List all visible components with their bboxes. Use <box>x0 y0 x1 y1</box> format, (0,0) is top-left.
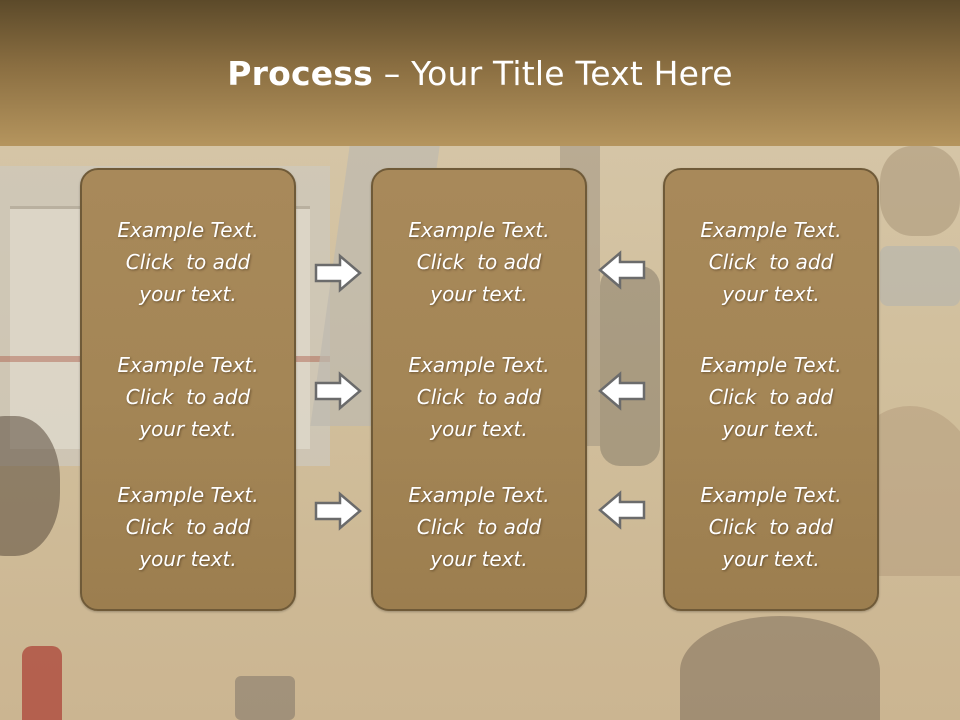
text-line: your text. <box>139 417 237 441</box>
text-block[interactable]: Example Text. Click to add your text. <box>82 479 294 575</box>
text-line: Example Text. <box>408 483 550 507</box>
text-line: Example Text. <box>700 353 842 377</box>
text-line: Click to add <box>708 385 834 409</box>
text-line: Click to add <box>125 515 251 539</box>
slide-title[interactable]: Process – Your Title Text Here <box>0 54 960 93</box>
title-separator: – <box>373 54 412 93</box>
text-line: your text. <box>722 417 820 441</box>
text-line: Click to add <box>416 385 542 409</box>
process-box-right[interactable]: Example Text. Click to add your text. Ex… <box>663 168 879 611</box>
text-line: Example Text. <box>408 353 550 377</box>
arrow-left-icon <box>598 371 646 411</box>
text-line: Example Text. <box>408 218 550 242</box>
text-line: your text. <box>722 547 820 571</box>
title-band: Process – Your Title Text Here <box>0 0 960 146</box>
text-line: Click to add <box>416 515 542 539</box>
title-rest: Your Title Text Here <box>411 54 733 93</box>
text-line: your text. <box>139 547 237 571</box>
text-line: Click to add <box>416 250 542 274</box>
text-line: Click to add <box>125 385 251 409</box>
photo-tree <box>880 146 960 236</box>
photo-person <box>600 266 660 466</box>
text-line: your text. <box>722 282 820 306</box>
text-line: Example Text. <box>117 353 259 377</box>
text-line: Click to add <box>708 515 834 539</box>
photo-tool <box>235 676 295 720</box>
photo-car <box>880 246 960 306</box>
text-line: Click to add <box>125 250 251 274</box>
text-line: your text. <box>430 417 528 441</box>
arrow-right-icon <box>314 253 362 293</box>
process-box-center[interactable]: Example Text. Click to add your text. Ex… <box>371 168 587 611</box>
text-line: Example Text. <box>117 483 259 507</box>
text-block[interactable]: Example Text. Click to add your text. <box>373 479 585 575</box>
text-block[interactable]: Example Text. Click to add your text. <box>82 214 294 310</box>
arrow-right-icon <box>314 371 362 411</box>
text-line: Example Text. <box>117 218 259 242</box>
arrow-right-icon <box>314 491 362 531</box>
text-line: Example Text. <box>700 218 842 242</box>
title-bold: Process <box>227 54 373 93</box>
text-block[interactable]: Example Text. Click to add your text. <box>82 349 294 445</box>
photo-worker <box>680 616 880 720</box>
text-line: your text. <box>430 547 528 571</box>
text-block[interactable]: Example Text. Click to add your text. <box>373 214 585 310</box>
text-block[interactable]: Example Text. Click to add your text. <box>665 214 877 310</box>
text-line: your text. <box>430 282 528 306</box>
process-box-left[interactable]: Example Text. Click to add your text. Ex… <box>80 168 296 611</box>
text-line: Example Text. <box>700 483 842 507</box>
text-block[interactable]: Example Text. Click to add your text. <box>665 479 877 575</box>
text-line: Click to add <box>708 250 834 274</box>
text-line: your text. <box>139 282 237 306</box>
arrow-left-icon <box>598 250 646 290</box>
photo-hydrant <box>22 646 62 720</box>
arrow-left-icon <box>598 490 646 530</box>
text-block[interactable]: Example Text. Click to add your text. <box>373 349 585 445</box>
text-block[interactable]: Example Text. Click to add your text. <box>665 349 877 445</box>
